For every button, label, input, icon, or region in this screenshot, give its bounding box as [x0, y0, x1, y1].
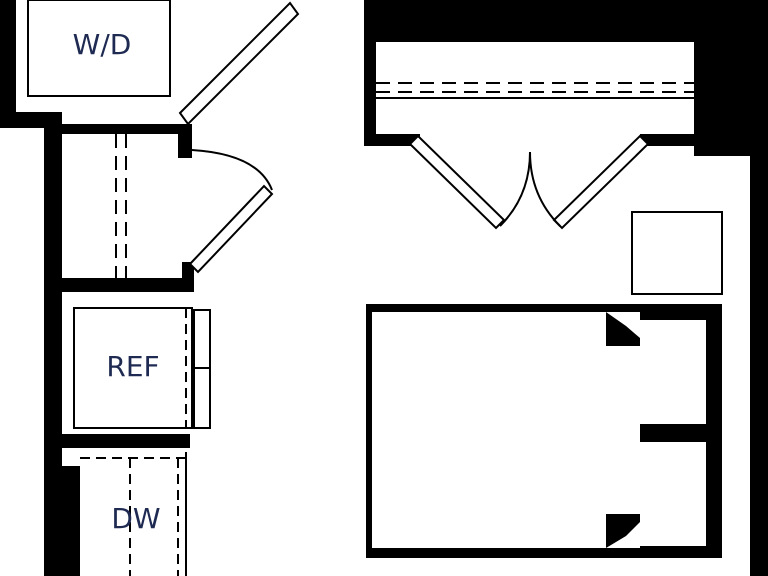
bifold-closet-doors[interactable] [408, 134, 650, 230]
wall-top-left [0, 0, 60, 128]
wall-mid-left [62, 434, 190, 448]
dw-label: DW [111, 502, 160, 535]
ref-label: REF [106, 350, 159, 383]
door-swing-arc [191, 149, 273, 191]
door-jamb-top [178, 124, 192, 158]
wd-closet-door[interactable] [178, 1, 300, 126]
swing-door[interactable] [188, 149, 274, 274]
right-walls [364, 0, 768, 576]
wd-label: W/D [73, 28, 132, 61]
wall-corridor-bottom [62, 278, 194, 292]
bed-pillow-top [640, 320, 706, 424]
wd-closet [27, 0, 171, 97]
nightstand [631, 211, 723, 295]
wall-top-right [364, 0, 768, 576]
dishwasher [80, 452, 192, 576]
left-walls [0, 0, 194, 576]
door-jamb-bottom [182, 262, 194, 292]
wall-left-vertical [44, 112, 62, 576]
refrigerator [73, 307, 211, 429]
door-leaf[interactable] [188, 184, 274, 274]
bed-pillow-bottom [640, 442, 706, 546]
corridor-shelf [115, 134, 127, 278]
closet-front-wall [364, 134, 694, 146]
wall-corridor-top [62, 124, 190, 134]
bed [366, 304, 722, 558]
wall-bottom-left-stub [62, 466, 80, 576]
bedroom-closet [376, 42, 694, 134]
